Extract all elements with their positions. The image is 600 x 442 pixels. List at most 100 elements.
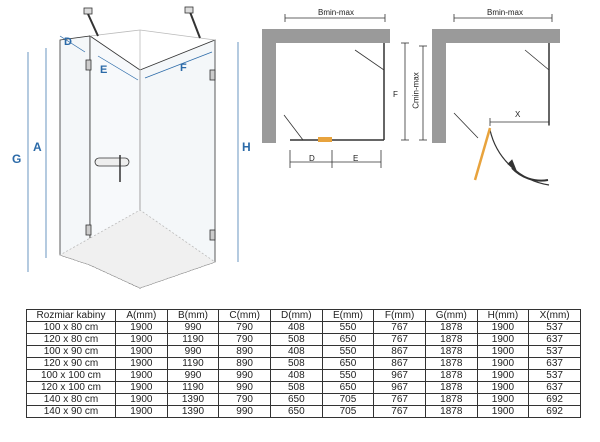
dim-label-e: E (100, 64, 108, 76)
table-cell: 1900 (115, 393, 168, 406)
table-cell: 650 (269, 405, 323, 418)
table-cell: 790 (218, 393, 271, 406)
table-cell: 1900 (115, 321, 168, 334)
table-cell: 1900 (476, 381, 530, 394)
table-cell: 705 (321, 393, 375, 406)
table-cell: 867 (373, 345, 426, 358)
table-cell: 550 (321, 345, 375, 358)
table-header-cell: X(mm) (528, 309, 581, 322)
plan-left-width-label: Bmin-max (318, 8, 355, 17)
table-header-cell: G(mm) (424, 309, 478, 322)
plan-right-depth-label: Cmin-max (411, 72, 421, 109)
table-cell: 890 (218, 345, 271, 358)
table-cell: 537 (528, 321, 581, 334)
table-cell: 767 (373, 321, 426, 334)
table-cell: 140 x 80 cm (26, 393, 116, 406)
table-cell: 140 x 90 cm (26, 405, 116, 418)
table-header-cell: F(mm) (373, 309, 426, 322)
plan-view-right (419, 14, 560, 186)
table-cell: 1900 (476, 405, 530, 418)
table-header-cell: B(mm) (166, 309, 220, 322)
table-cell: 990 (218, 369, 271, 382)
table-cell: 967 (373, 369, 426, 382)
table-cell: 508 (269, 381, 323, 394)
table-cell: 408 (269, 321, 323, 334)
table-cell: 990 (218, 405, 271, 418)
table-cell: 1390 (166, 393, 220, 406)
table-cell: 1900 (115, 381, 168, 394)
table-cell: 1900 (115, 357, 168, 370)
table-cell: 1900 (115, 333, 168, 346)
table-cell: 637 (528, 333, 581, 346)
table-cell: 867 (373, 357, 426, 370)
table-cell: 100 x 90 cm (26, 345, 116, 358)
table-header-cell: A(mm) (115, 309, 168, 322)
table-cell: 1190 (166, 333, 220, 346)
table-header-cell: H(mm) (476, 309, 530, 322)
table-cell: 767 (373, 393, 426, 406)
table-cell: 1900 (476, 369, 530, 382)
table-cell: 637 (528, 357, 581, 370)
dim-label-g: G (12, 152, 22, 166)
table-cell: 550 (321, 369, 375, 382)
table-cell: 550 (321, 321, 375, 334)
plan-left-d-label: D (309, 154, 315, 163)
table-cell: 1900 (115, 345, 168, 358)
table-cell: 650 (321, 357, 375, 370)
table-cell: 1878 (424, 357, 478, 370)
table-cell: 1900 (115, 369, 168, 382)
table-cell: 1190 (166, 357, 220, 370)
table-cell: 990 (218, 381, 271, 394)
table-cell: 990 (166, 345, 220, 358)
table-header-cell: C(mm) (218, 309, 271, 322)
table-cell: 537 (528, 369, 581, 382)
table-cell: 1878 (424, 381, 478, 394)
table-cell: 1900 (476, 345, 530, 358)
table-cell: 1878 (424, 321, 478, 334)
dim-label-d: D (64, 36, 72, 48)
table-cell: 767 (373, 405, 426, 418)
table-cell: 120 x 80 cm (26, 333, 116, 346)
table-cell: 1878 (424, 369, 478, 382)
dim-label-h: H (242, 140, 251, 154)
plan-view-left (262, 14, 409, 168)
plan-left-depth-label: F (393, 90, 398, 99)
plan-left-e-label: E (353, 154, 359, 163)
table-cell: 967 (373, 381, 426, 394)
table-cell: 990 (166, 369, 220, 382)
table-cell: 120 x 100 cm (26, 381, 116, 394)
table-cell: 692 (528, 393, 581, 406)
table-cell: 790 (218, 321, 271, 334)
table-cell: 408 (269, 345, 323, 358)
table-cell: 1878 (424, 393, 478, 406)
table-cell: 1878 (424, 333, 478, 346)
dim-label-a: A (33, 140, 42, 154)
table-cell: 1900 (476, 357, 530, 370)
table-cell: 508 (269, 357, 323, 370)
technical-drawings (27, 6, 560, 289)
table-cell: 1900 (115, 405, 168, 418)
table-cell: 1900 (476, 333, 530, 346)
table-cell: 1878 (424, 405, 478, 418)
table-header-cell: Rozmiar kabiny (26, 309, 116, 322)
table-cell: 705 (321, 405, 375, 418)
perspective-view (27, 6, 239, 289)
table-cell: 650 (269, 393, 323, 406)
table-cell: 120 x 90 cm (26, 357, 116, 370)
table-header-cell: E(mm) (321, 309, 375, 322)
table-cell: 100 x 80 cm (26, 321, 116, 334)
table-cell: 1390 (166, 405, 220, 418)
table-cell: 537 (528, 345, 581, 358)
table-cell: 1190 (166, 381, 220, 394)
table-cell: 1900 (476, 393, 530, 406)
